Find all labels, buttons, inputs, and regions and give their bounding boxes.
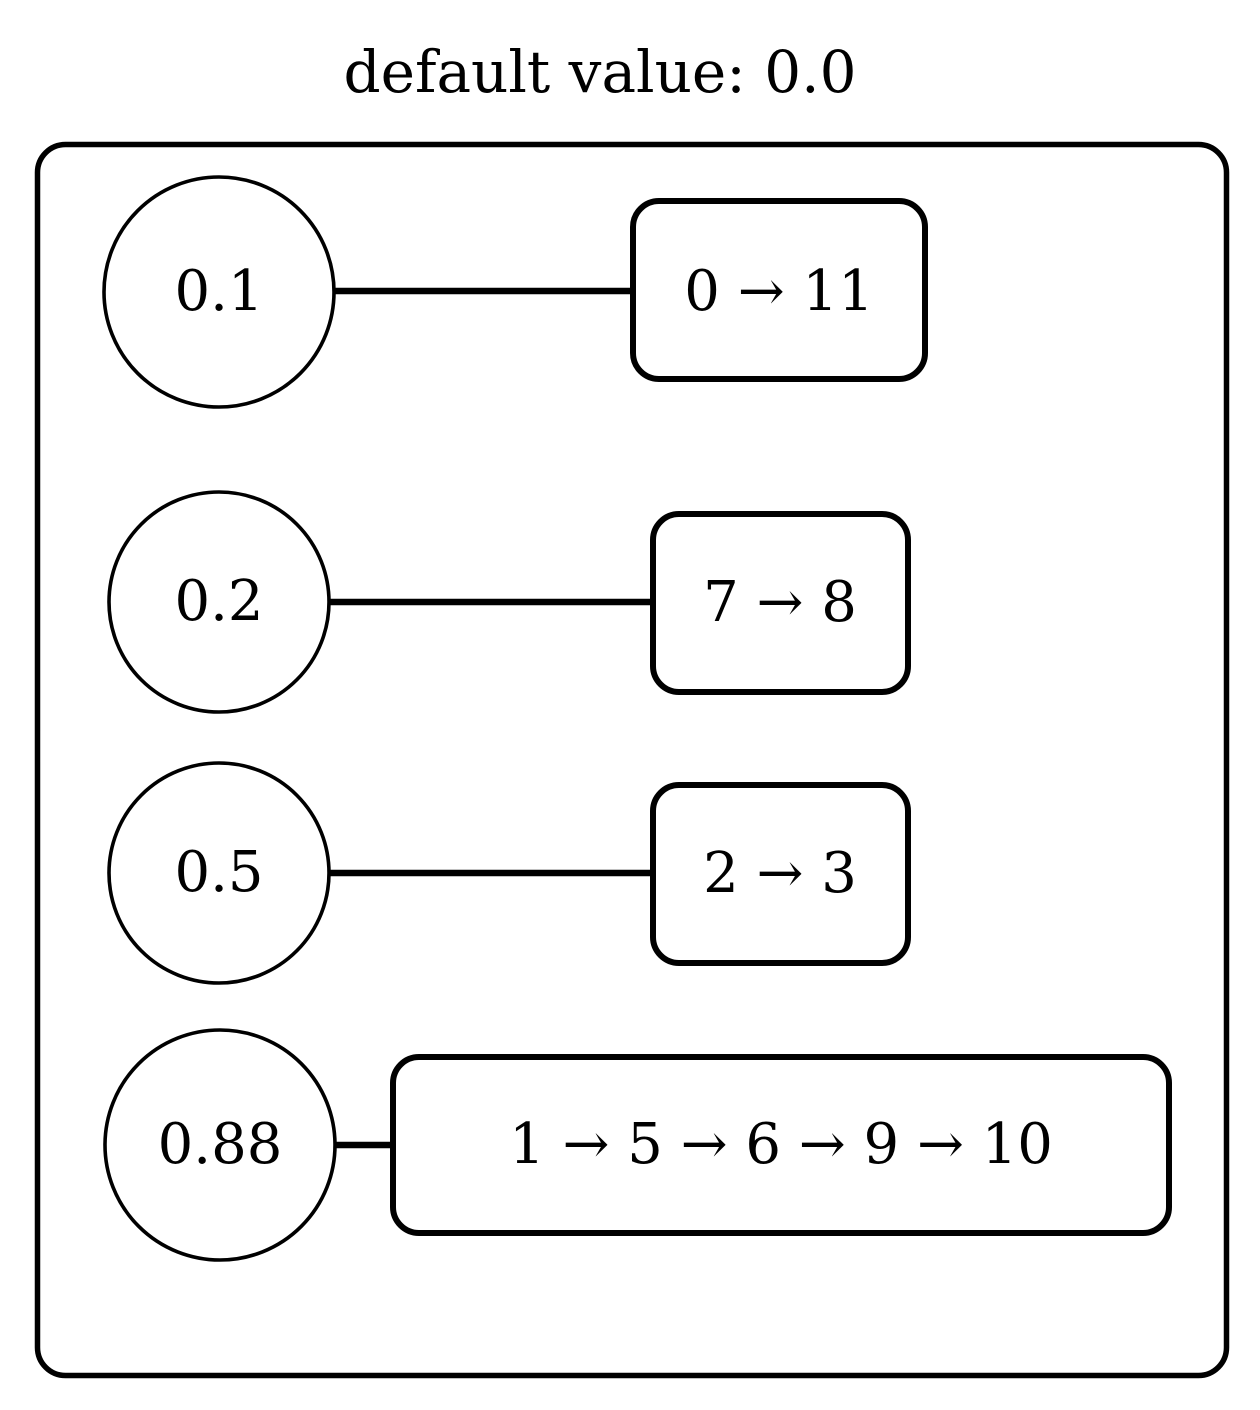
row-group-4: 0.88 1 → 5 → 6 → 9 → 10 — [103, 1028, 1172, 1262]
path-box-label-1: 0 → 11 — [684, 259, 873, 324]
path-box-label-2: 7 → 8 — [703, 570, 857, 635]
value-circle-label-3: 0.5 — [174, 840, 263, 905]
row-group-1: 0.1 0 → 11 — [102, 175, 928, 409]
path-box-label-3: 2 → 3 — [703, 841, 857, 906]
value-circle-label-1: 0.1 — [174, 259, 263, 324]
value-circle-2[interactable] — [107, 490, 331, 714]
value-circle-4[interactable] — [103, 1028, 337, 1262]
value-circle-1[interactable] — [102, 175, 336, 409]
page-title: default value: 0.0 — [344, 38, 857, 106]
value-circle-3[interactable] — [107, 761, 331, 985]
value-circle-label-2: 0.2 — [174, 569, 263, 634]
row-group-2: 0.2 7 → 8 — [107, 490, 911, 714]
path-box-3[interactable] — [650, 782, 911, 966]
path-box-4[interactable] — [390, 1054, 1172, 1236]
cluster-container — [34, 141, 1230, 1379]
row-group-3: 0.5 2 → 3 — [107, 761, 911, 985]
path-box-2[interactable] — [650, 511, 911, 695]
path-box-1[interactable] — [630, 198, 928, 382]
path-box-label-4: 1 → 5 → 6 → 9 → 10 — [509, 1112, 1053, 1177]
value-circle-label-4: 0.88 — [158, 1112, 283, 1177]
